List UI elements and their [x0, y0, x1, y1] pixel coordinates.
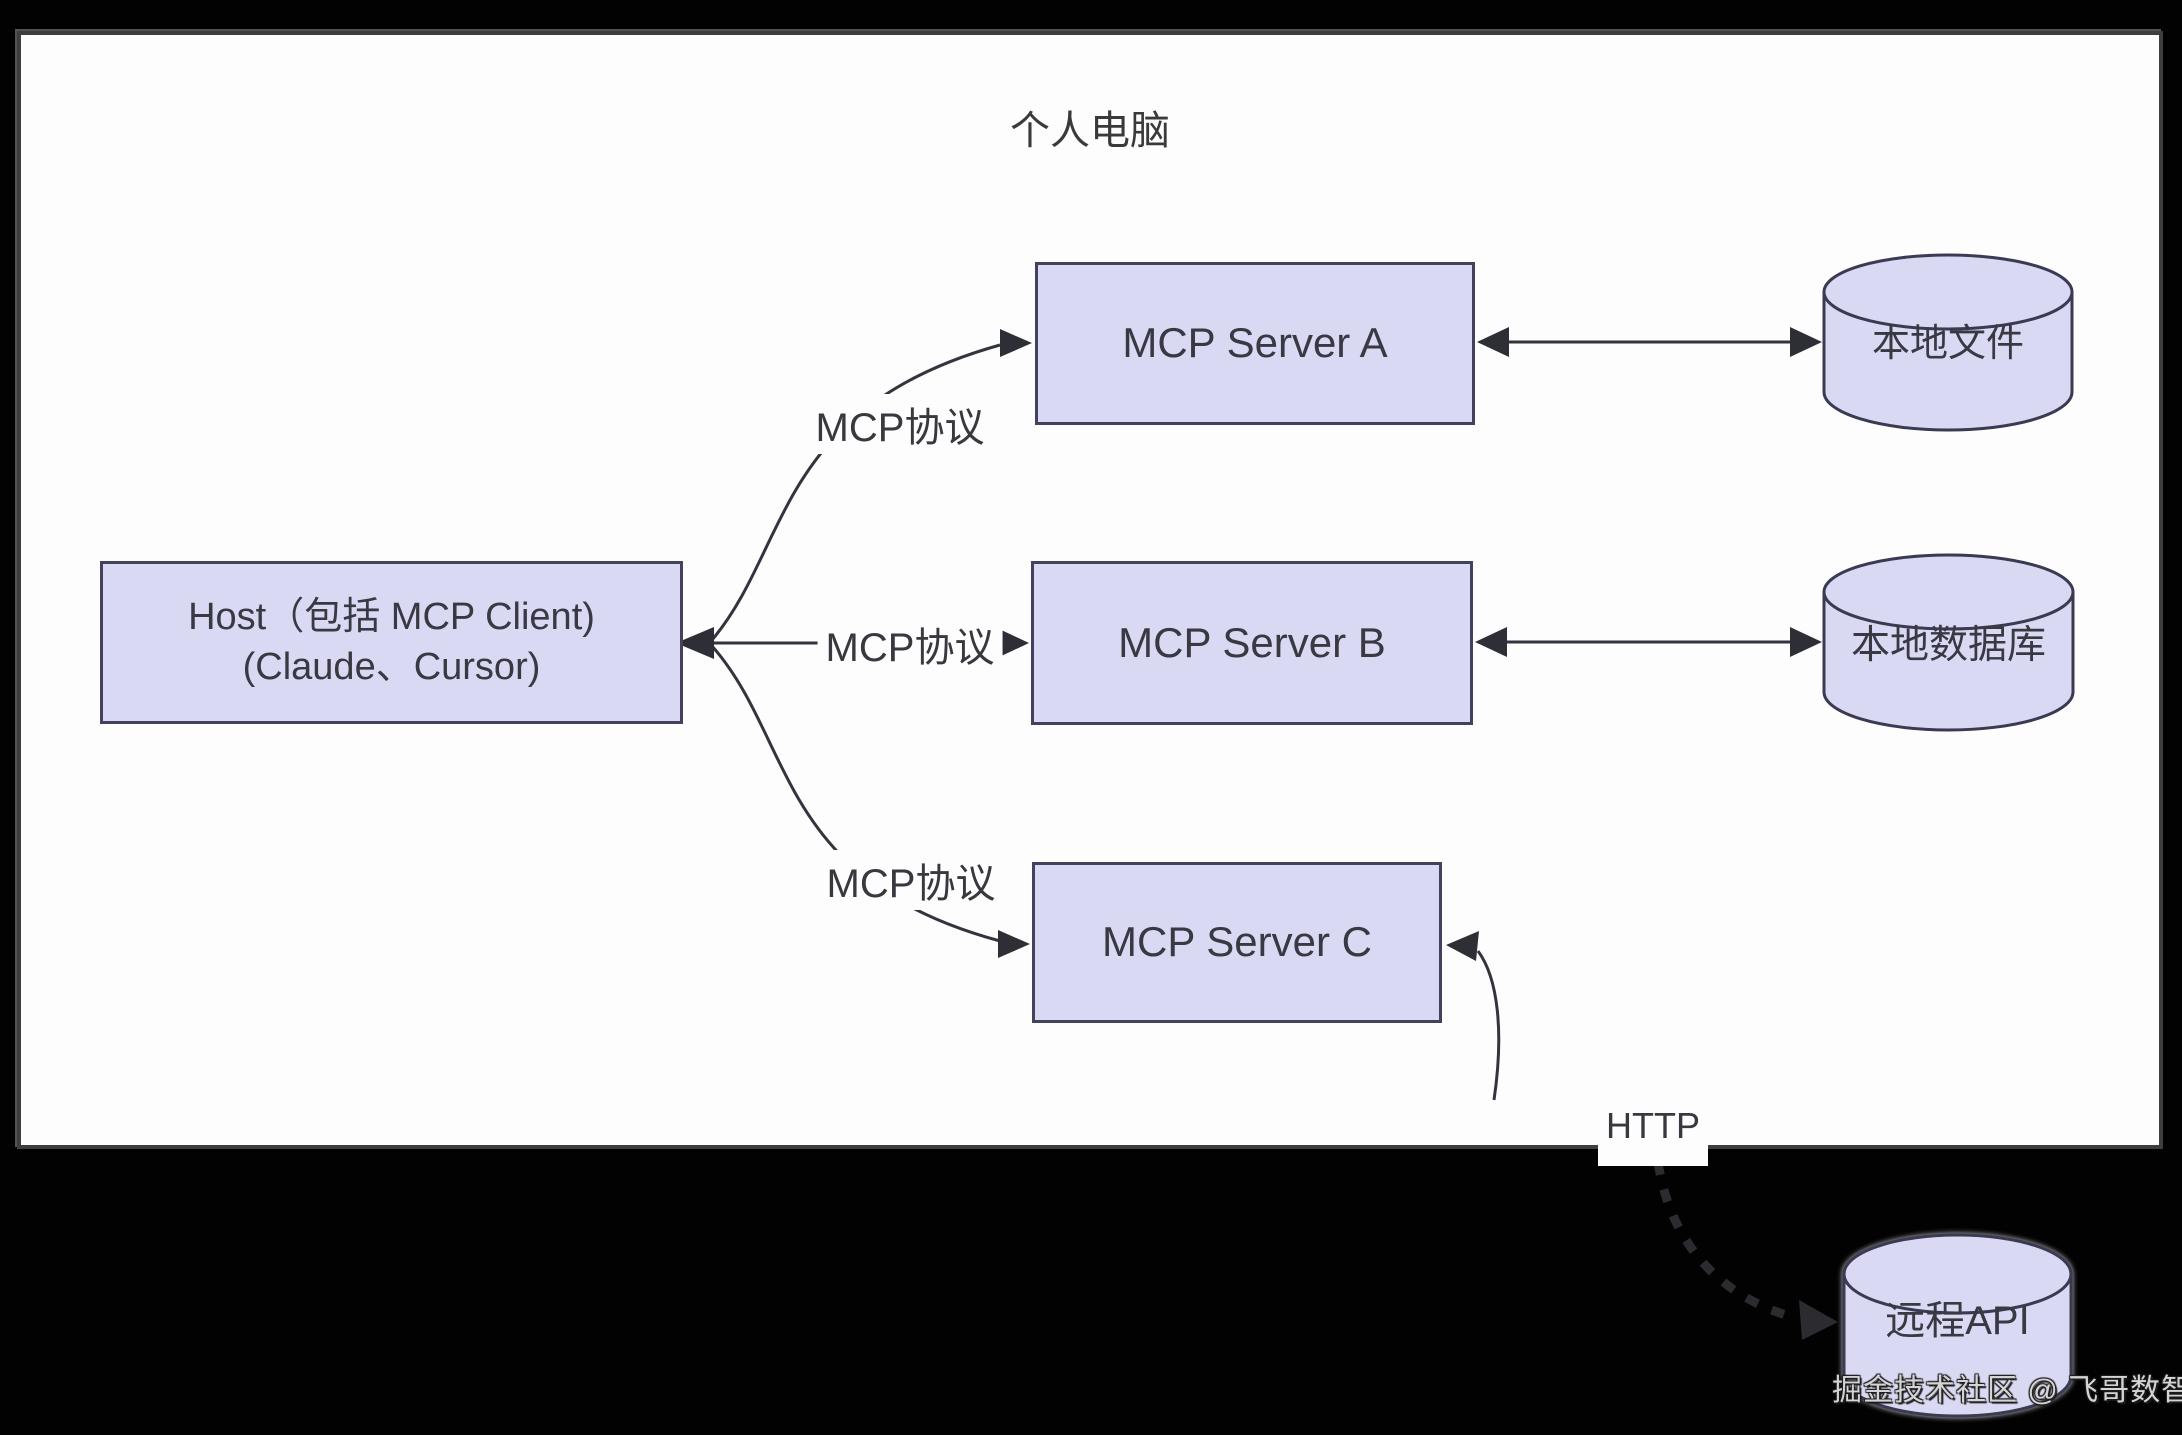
host-label: Host（包括 MCP Client) (Claude、Cursor): [188, 593, 595, 692]
mcp-server-c-label: MCP Server C: [1102, 918, 1372, 966]
mcp-server-b-label: MCP Server B: [1118, 618, 1386, 666]
node-mcp-server-b: MCP Server B: [1031, 561, 1473, 725]
watermark: 掘金技术社区 @ 飞哥数智谈: [1832, 1374, 2182, 1407]
node-remote-api: 远程API: [1842, 1232, 2073, 1422]
local-files-label: 本地文件: [1871, 323, 2024, 365]
edge-label-mcp-protocol-a: MCP协议: [807, 394, 993, 454]
node-mcp-server-c: MCP Server C: [1032, 862, 1442, 1023]
edge-label-mcp-protocol-c: MCP协议: [818, 850, 1004, 910]
edge-http-to-remote-api-dashed: [1653, 1161, 1798, 1323]
diagram-title: 个人电脑: [1010, 109, 1170, 153]
arrowhead-into-remote-api: [1799, 1300, 1838, 1340]
mcp-server-a-label: MCP Server A: [1122, 319, 1388, 367]
node-local-database: 本地数据库: [1822, 552, 2075, 734]
http-label-text: HTTP: [1606, 1105, 1700, 1146]
node-mcp-server-a: MCP Server A: [1035, 262, 1475, 425]
cylinder-remote-api-icon: [1842, 1233, 2073, 1418]
local-database-label: 本地数据库: [1850, 624, 2046, 667]
host-label-line2: (Claude、Cursor): [242, 645, 541, 688]
edge-label-http: HTTP: [1598, 1104, 1708, 1166]
cylinder-local-files-icon: [1822, 253, 2074, 432]
node-host: Host（包括 MCP Client) (Claude、Cursor): [100, 561, 683, 724]
remote-api-label: 远程API: [1885, 1299, 2030, 1343]
edge-label-mcp-protocol-b: MCP协议: [817, 614, 1003, 674]
cylinder-local-database-icon: [1822, 553, 2075, 732]
host-label-line1: Host（包括 MCP Client): [188, 596, 595, 639]
node-local-files: 本地文件: [1822, 252, 2074, 434]
